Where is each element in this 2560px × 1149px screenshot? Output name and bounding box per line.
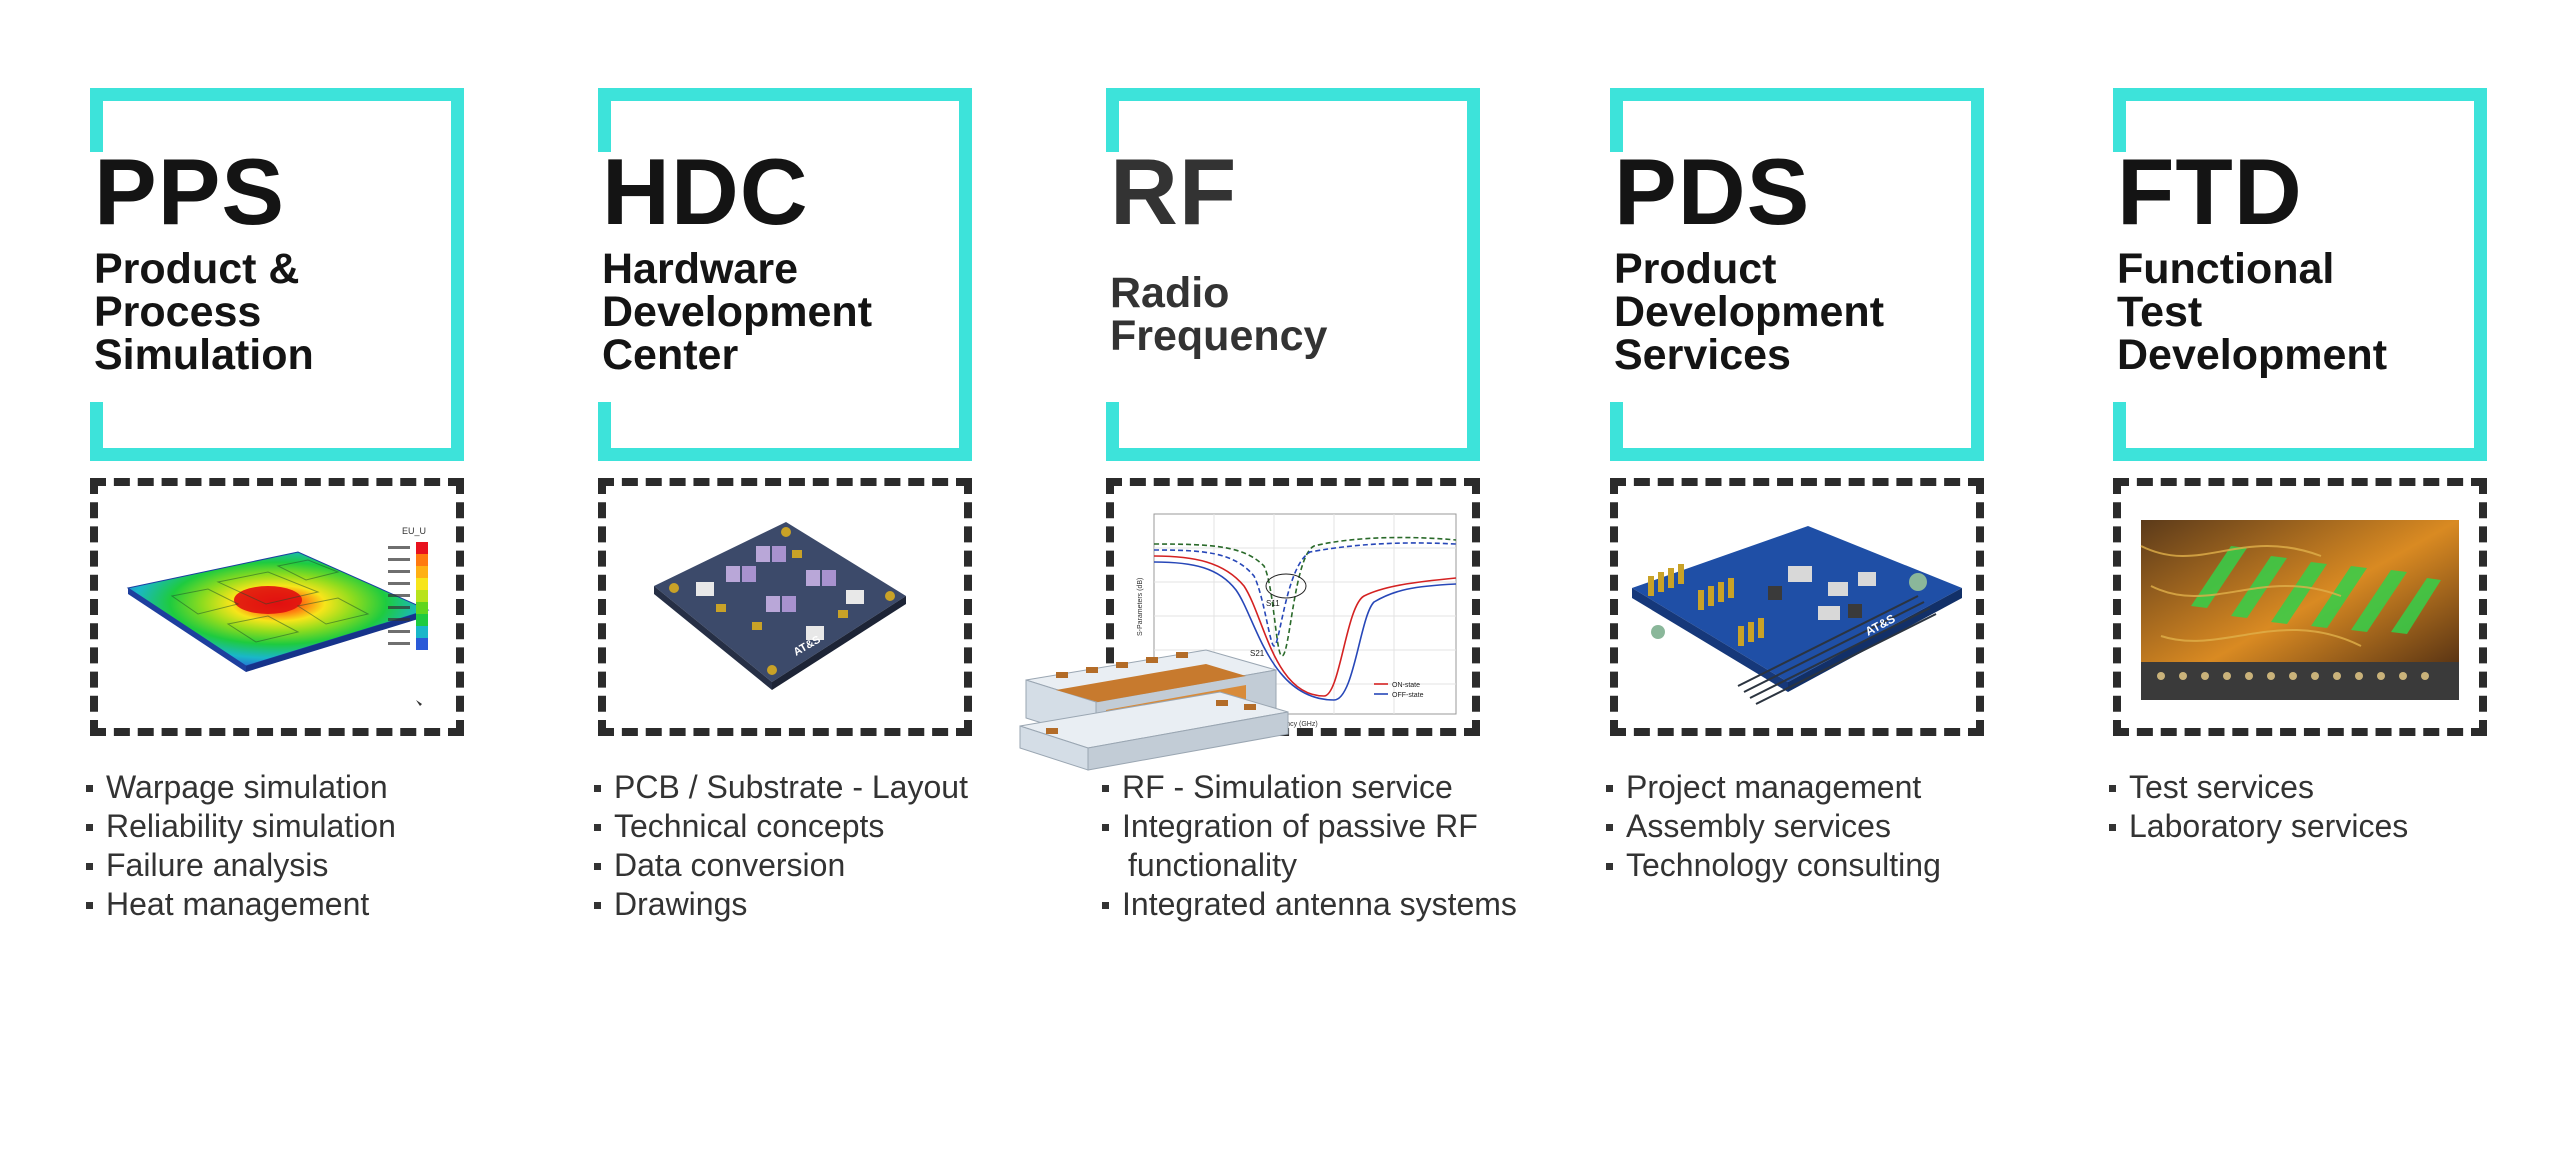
waveguide-render [1019,649,1289,771]
list-item: Test services [2107,768,2408,807]
accent-frame [2113,88,2487,461]
service-list: PCB / Substrate - Layout Technical conce… [592,768,968,924]
x-axis-label: Frequency (GHz) [1264,721,1318,728]
list-item: Reliability simulation [84,807,396,846]
column-ftd: FTD Functional Test Development [2109,0,2533,1149]
accent-frame-corner [1610,402,1623,461]
list-item: Drawings [592,885,968,924]
accent-frame-corner [2113,88,2126,152]
service-full-name: Functional Test Development [2117,245,2388,379]
test-lab-photo [2140,520,2459,700]
service-full-name: Hardware Development Center [602,245,873,379]
accent-frame-corner [598,402,611,461]
image-frame: AT&S [598,478,972,736]
accent-frame-corner [598,88,611,152]
list-item: RF - Simulation service [1100,768,1517,807]
accent-frame-corner [1610,88,1623,152]
legend-on-state: ON-state [1392,682,1420,689]
column-hdc: HDC Hardware Development Center [593,0,1018,1149]
service-list: Test services Laboratory services [2107,768,2408,846]
list-item: Failure analysis [84,846,396,885]
service-list: Project management Assembly services Tec… [1604,768,1941,885]
accent-frame-corner [1106,402,1119,461]
accent-frame [1106,88,1480,461]
service-abbreviation: RF [1110,139,1238,244]
pcb-board-render: AT&S [654,522,906,690]
list-item: Warpage simulation [84,768,396,807]
list-item: Heat management [84,885,396,924]
service-abbreviation: PDS [1614,139,1811,244]
service-list: Warpage simulation Reliability simulatio… [84,768,396,924]
accent-frame-corner [1106,88,1119,152]
list-item: Integration of passive RF [1100,807,1517,846]
accent-frame [598,88,972,461]
list-item: PCB / Substrate - Layout [592,768,968,807]
list-item: Technology consulting [1604,846,1941,885]
image-frame [2113,478,2487,736]
cursor-icon [416,700,422,706]
y-axis-label: S-Parameters (dB) [1137,578,1144,636]
accent-frame-corner [2113,402,2126,461]
service-list: RF - Simulation service Integration of p… [1100,768,1517,924]
list-item: Data conversion [592,846,968,885]
accent-frame-corner [90,402,103,461]
warpage-simulation-heatmap: EU_U [126,526,430,706]
list-item: functionality [1128,847,1297,883]
service-full-name: Product Development Services [1614,245,1885,379]
accent-frame [90,88,464,461]
s11-label: S11 [1266,599,1280,608]
accent-frame-corner [90,88,103,152]
list-item: Laboratory services [2107,807,2408,846]
color-legend [416,542,428,650]
service-abbreviation: PPS [94,139,286,244]
components [696,546,864,640]
list-item: Technical concepts [592,807,968,846]
column-pps: PPS Product & Process Simulation [85,0,510,1149]
s21-label: S21 [1250,649,1265,658]
service-abbreviation: FTD [2117,139,2303,244]
assembled-board-photo: AT&S [1632,526,1962,705]
list-item: Assembly services [1604,807,1941,846]
accent-frame [1610,88,1984,461]
list-item: Project management [1604,768,1941,807]
service-full-name: Radio Frequency [1110,269,1328,360]
legend-off-state: OFF-state [1392,692,1424,699]
image-frame: EU_U [90,478,464,736]
image-frame: AT&S [1610,478,1984,736]
legend-ticks [388,546,410,645]
column-pds: PDS Product Development Services [1605,0,2030,1149]
service-full-name: Product & Process Simulation [94,245,314,379]
list-item: Integrated antenna systems [1100,885,1517,924]
legend-title: EU_U [402,526,426,536]
service-abbreviation: HDC [602,139,809,244]
column-rf: RF Radio Frequency S11 S21 S-Parameters … [1019,0,1526,1149]
